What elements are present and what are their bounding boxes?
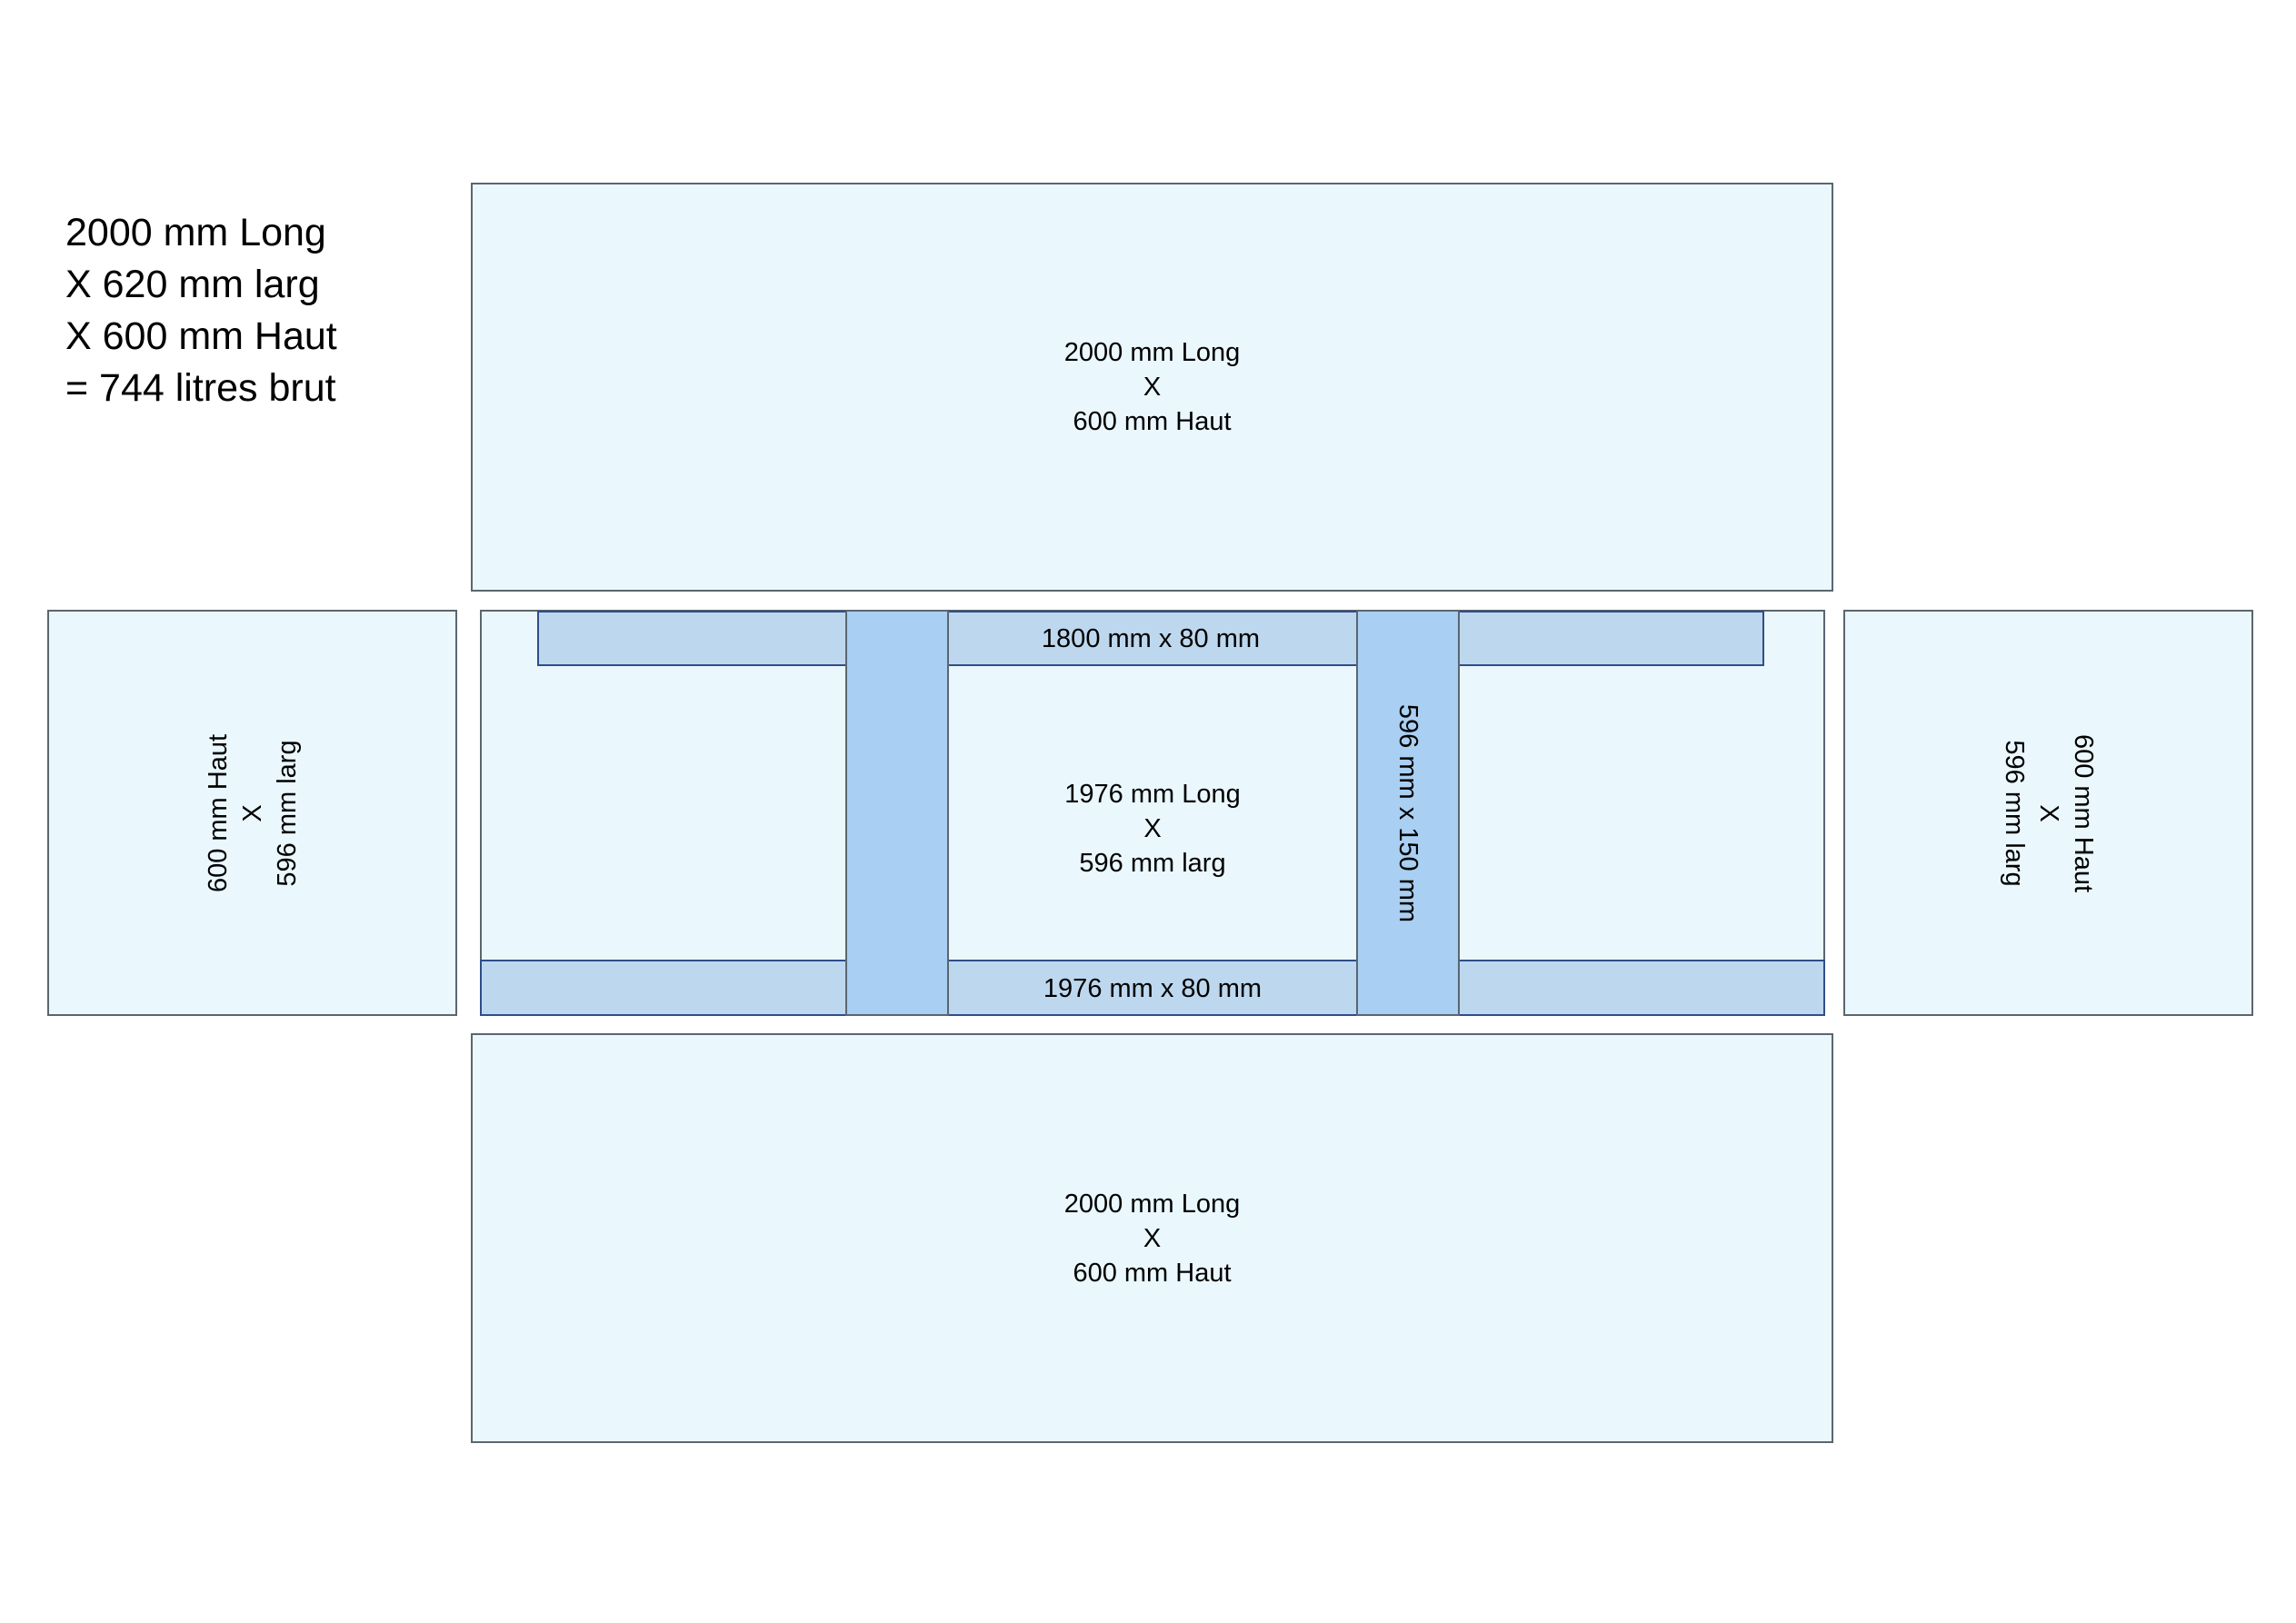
top-panel-label: 2000 mm Long X 600 mm Haut <box>1064 335 1240 439</box>
bottom-panel: 2000 mm Long X 600 mm Haut <box>471 1033 1833 1443</box>
left-panel-label: 600 mm Haut X 596 mm larg <box>201 733 304 891</box>
top-panel: 2000 mm Long X 600 mm Haut <box>471 183 1833 592</box>
right-panel-width: 596 mm larg <box>1999 739 2029 887</box>
bottom-panel-height: 600 mm Haut <box>1073 1258 1232 1288</box>
center-panel-length: 1976 mm Long <box>1064 780 1241 810</box>
right-panel-height: 600 mm Haut <box>2068 733 2098 892</box>
left-panel-x: X <box>237 803 267 822</box>
left-post <box>845 610 949 1016</box>
right-panel: 600 mm Haut X 596 mm larg <box>1843 610 2253 1016</box>
top-panel-height: 600 mm Haut <box>1073 407 1232 436</box>
left-panel-width: 596 mm larg <box>272 739 302 887</box>
top-panel-x: X <box>1143 373 1162 402</box>
right-panel-label: 600 mm Haut X 596 mm larg <box>1997 733 2101 891</box>
center-panel-label: 1976 mm Long X 596 mm larg <box>1064 777 1240 881</box>
left-panel: 600 mm Haut X 596 mm larg <box>47 610 457 1016</box>
bottom-panel-length: 2000 mm Long <box>1063 1189 1241 1219</box>
bottom-panel-label: 2000 mm Long X 600 mm Haut <box>1064 1187 1240 1290</box>
center-panel-width: 596 mm larg <box>1079 849 1226 879</box>
bottom-panel-x: X <box>1143 1223 1162 1253</box>
summary-length: 2000 mm Long <box>65 211 326 254</box>
dimensions-summary: 2000 mm Long X 620 mm larg X 600 mm Haut… <box>65 207 337 414</box>
center-panel: 1976 mm Long X 596 mm larg <box>480 610 1825 1016</box>
right-post <box>1356 610 1460 1016</box>
bottom-rail-label: 1976 mm x 80 mm <box>1043 974 1263 1003</box>
right-panel-x: X <box>2033 803 2063 822</box>
summary-width: X 620 mm larg <box>65 263 320 306</box>
summary-height: X 600 mm Haut <box>65 314 337 358</box>
top-panel-length: 2000 mm Long <box>1063 338 1241 367</box>
left-panel-height: 600 mm Haut <box>203 733 233 892</box>
top-rail <box>537 611 1764 666</box>
top-rail-label: 1800 mm x 80 mm <box>1041 624 1261 653</box>
bottom-rail <box>480 960 1825 1016</box>
summary-volume: = 744 litres brut <box>65 366 336 410</box>
post-label: 596 mm x 150 mm <box>1393 703 1423 923</box>
center-panel-x: X <box>1143 814 1162 844</box>
